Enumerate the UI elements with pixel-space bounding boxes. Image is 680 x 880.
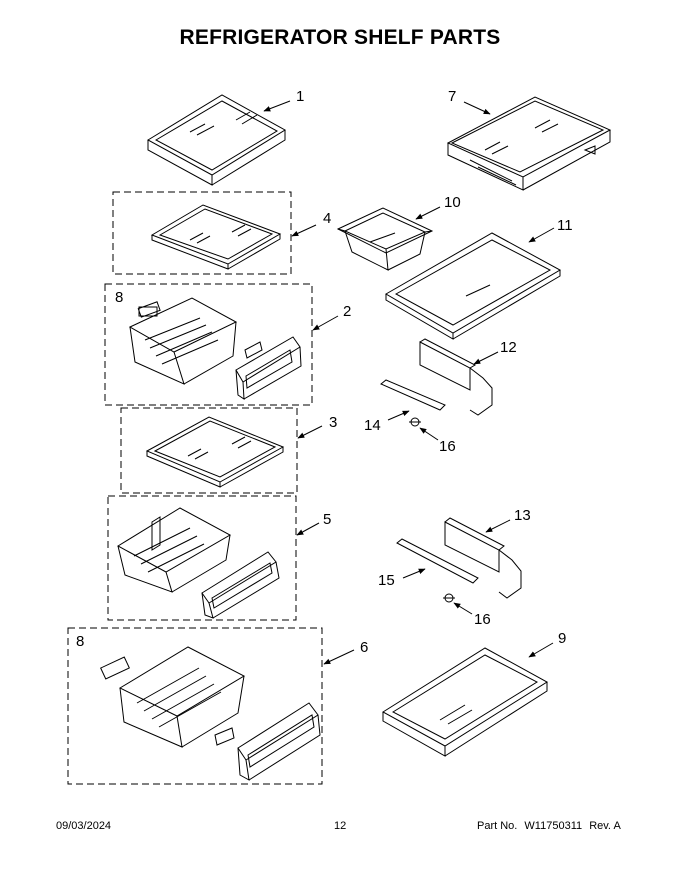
callout-11: 11: [557, 217, 573, 234]
page-title: REFRIGERATOR SHELF PARTS: [179, 26, 501, 49]
part-4-glass-shelf: [150, 204, 282, 270]
footer-revision: Rev. A: [589, 820, 621, 832]
assembly-box-2: [104, 283, 313, 406]
part-11-large-tray: [385, 232, 562, 340]
callout-arrows: [263, 100, 555, 665]
footer-part-label: Part No.: [477, 820, 518, 832]
part-5-deli-drawer: [116, 507, 232, 593]
callout-2: 2: [343, 303, 351, 320]
callout-6: 6: [360, 639, 368, 656]
footer-date: 09/03/2024: [56, 820, 112, 832]
footer-part-info: Part No. W11750311 Rev. A: [477, 820, 625, 832]
assembly-box-5: [107, 495, 297, 621]
callout-5: 5: [323, 511, 331, 528]
callout-3: 3: [329, 414, 337, 431]
footer-part-number: W11750311: [524, 820, 583, 832]
assembly-box-6: [67, 627, 323, 785]
callout-labels: 1 7 4 10 11 8 2 12 14 16 3 5 13 15 16 8 …: [76, 88, 573, 656]
part-8-clip-lower: [100, 656, 130, 680]
part-14-slide-rail: [380, 379, 446, 411]
callout-10: 10: [444, 194, 461, 211]
footer-page-number: 12: [334, 820, 347, 832]
assembly-box-3: [120, 407, 298, 494]
part-8-clip-upper: [137, 301, 161, 318]
callout-13: 13: [514, 507, 531, 524]
callout-1: 1: [296, 88, 304, 105]
callout-12: 12: [500, 339, 517, 356]
callout-8-lower: 8: [76, 633, 84, 650]
callout-8-upper: 8: [115, 289, 123, 306]
callout-15: 15: [378, 572, 395, 589]
part-9-crisper-cover: [382, 647, 548, 757]
part-7-slide-shelf: [446, 96, 612, 191]
callout-4: 4: [323, 210, 331, 227]
part-12-slide-bracket: [419, 338, 493, 416]
callout-9: 9: [558, 630, 566, 647]
callout-16-upper: 16: [439, 438, 456, 455]
part-6-drawer-front: [214, 702, 321, 781]
part-3-glass-shelf: [145, 416, 285, 488]
part-6-crisper-drawer: [118, 646, 246, 748]
part-10-small-tray: [336, 207, 434, 271]
part-15-slide-rail: [396, 538, 479, 584]
assembly-box-4: [112, 191, 292, 275]
part-16-screw-upper: [409, 417, 421, 427]
part-2-drawer-front: [235, 336, 302, 400]
callout-7: 7: [448, 88, 456, 105]
part-2-crisper-drawer: [128, 297, 238, 385]
part-5-drawer-front: [201, 551, 280, 619]
part-13-slide-bracket: [444, 517, 522, 599]
callout-14: 14: [364, 417, 381, 434]
part-16-screw-lower: [443, 593, 455, 603]
part-1-glass-shelf: [146, 94, 286, 186]
callout-16-lower: 16: [474, 611, 491, 628]
